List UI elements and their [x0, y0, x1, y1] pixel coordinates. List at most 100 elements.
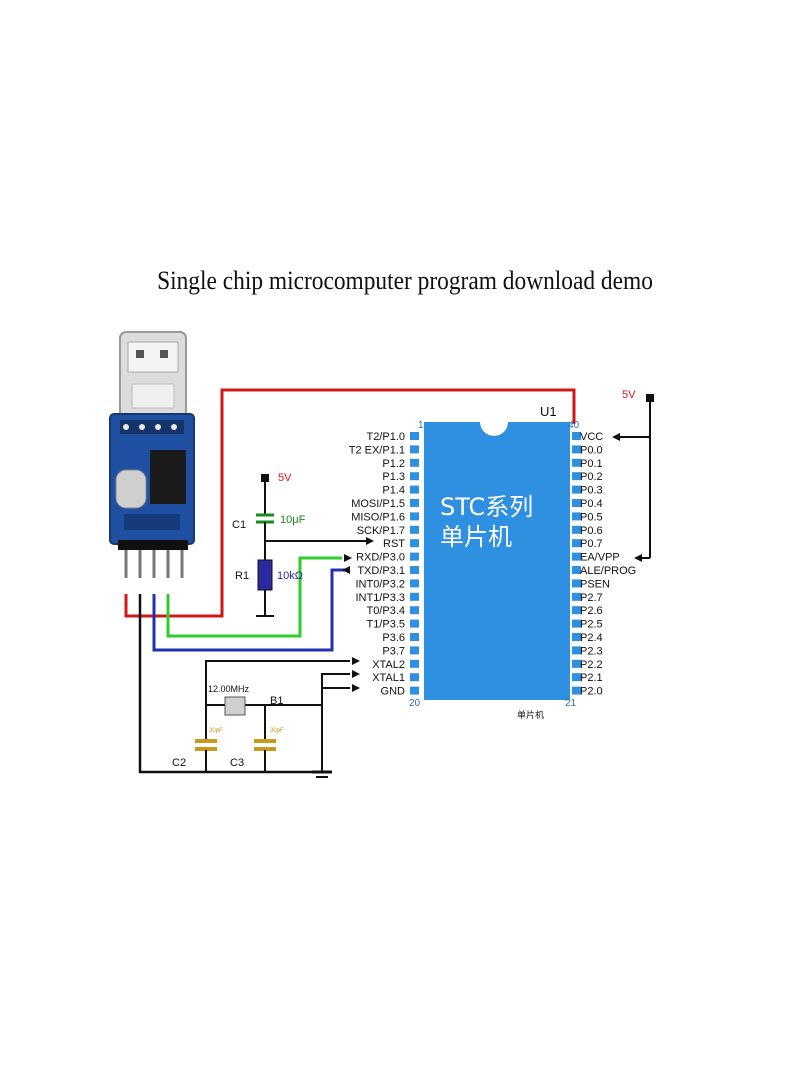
chip-left-pin — [410, 619, 419, 628]
chip-left-pin — [410, 512, 419, 521]
crystal-value: 12.00MHz — [208, 684, 250, 694]
chip-right-pin-label: P0.4 — [580, 498, 603, 510]
chip-left-pin-label: INT0/P3.2 — [355, 578, 405, 590]
chip-right-pin-label: P0.2 — [580, 471, 603, 483]
chip-left-pin — [410, 539, 419, 548]
chip-left-pin-label: P1.2 — [382, 458, 405, 470]
chip-right-pin-label: P2.3 — [580, 645, 603, 657]
chip-left-pin — [410, 525, 419, 534]
crystal-circuit — [195, 660, 350, 778]
chip-left-pin-label: MISO/P1.6 — [351, 511, 405, 523]
chip-left-pin-label: P3.7 — [382, 645, 405, 657]
chip-left-pin-label: INT1/P3.3 — [355, 592, 405, 604]
r1-value: 10kΩ — [277, 570, 303, 582]
chip-right-pin-label: P0.7 — [580, 538, 603, 550]
chip-right-pin-label: P0.5 — [580, 511, 603, 523]
c3-ref: C3 — [230, 757, 244, 769]
chip-left-pin — [410, 485, 419, 494]
gnd-wire — [138, 594, 322, 774]
chip-left-pin-label: RXD/P3.0 — [356, 552, 405, 564]
chip-right-pin — [572, 579, 581, 588]
chip-right-pin-label: P2.7 — [580, 592, 603, 604]
vcc-wire — [124, 388, 576, 618]
chip-left-pin — [410, 579, 419, 588]
chip-left-pin-label: T1/P3.5 — [366, 619, 405, 631]
chip-right-pin-label: P0.3 — [580, 485, 603, 497]
chip-right-pin-label: P0.1 — [580, 458, 603, 470]
chip-right-pin — [572, 458, 581, 467]
r1-ref: R1 — [235, 570, 249, 582]
c2-ref: C2 — [172, 757, 186, 769]
chip-left-pin — [410, 686, 419, 695]
chip-label-line2: 单片机 — [440, 523, 512, 551]
pin-number-40: 40 — [568, 420, 580, 431]
chip-right-pin-label: P2.0 — [580, 686, 603, 698]
chip-left-pin-label: P3.6 — [382, 632, 405, 644]
c1-value: 10μF — [280, 514, 306, 526]
chip-right-pin-label: ALE/PROG — [580, 565, 636, 577]
chip-left-pin — [410, 432, 419, 440]
chip-left-pin-label: P1.3 — [382, 471, 405, 483]
chip-left-pin — [410, 445, 419, 454]
chip-right-pin — [572, 485, 581, 494]
chip-left-pin — [410, 673, 419, 682]
chip-right-pin-label: PSEN — [580, 578, 610, 590]
chip-left-pin — [410, 646, 419, 655]
usb-ttl-module — [109, 331, 195, 578]
chip-right-pin — [572, 512, 581, 521]
chip-right-pin — [572, 592, 581, 601]
chip-caption: 单片机 — [517, 709, 544, 720]
chip-label-line1: STC系列 — [440, 493, 533, 521]
chip-right-pin — [572, 552, 581, 561]
chip-right-pin-label: VCC — [580, 431, 603, 443]
chip-right-pin — [572, 432, 581, 440]
chip-right-pin — [572, 539, 581, 548]
rx-wire — [166, 556, 342, 638]
chip-left-pin — [410, 458, 419, 467]
ea-vcc-circuit — [612, 394, 654, 562]
chip-right-pin — [572, 619, 581, 628]
chip-left-pin — [410, 592, 419, 601]
mcu-chip — [424, 422, 570, 700]
chip-left-pin-label: XTAL2 — [372, 659, 405, 671]
pin-number-21: 21 — [565, 698, 577, 709]
crystal-ref: B1 — [270, 695, 283, 707]
chip-right-pin — [572, 499, 581, 507]
chip-right-pin — [572, 673, 581, 682]
chip-right-pin — [572, 525, 581, 534]
chip-right-pin — [572, 566, 581, 574]
pin-number-1: 1 — [418, 420, 424, 431]
chip-right-pin — [572, 646, 581, 655]
chip-left-pin-label: XTAL1 — [372, 672, 405, 684]
chip-right-pin-label: P2.2 — [580, 659, 603, 671]
chip-left-pin — [410, 566, 419, 574]
chip-right-pin — [572, 659, 581, 668]
pin-number-20: 20 — [409, 698, 421, 709]
chip-right-pin-label: P2.4 — [580, 632, 603, 644]
chip-right-pin-label: P2.1 — [580, 672, 603, 684]
chip-right-pin — [572, 445, 581, 454]
chip-right-pin — [572, 686, 581, 695]
chip-left-pin-label: SCK/P1.7 — [357, 525, 405, 537]
chip-ref: U1 — [540, 404, 557, 419]
c3-value: 30pF — [270, 728, 284, 734]
chip-left-pin — [410, 552, 419, 561]
chip-right-pin-label: P2.5 — [580, 619, 603, 631]
chip-right-pin — [572, 606, 581, 615]
c2-value: 30pF — [209, 728, 223, 734]
chip-left-pin-label: T2 EX/P1.1 — [349, 444, 405, 456]
power-label-mid: 5V — [278, 472, 292, 484]
tx-wire — [152, 568, 350, 652]
reset-circuit — [256, 474, 374, 617]
chip-left-pin — [410, 633, 419, 641]
page-title: Single chip microcomputer program downlo… — [157, 266, 653, 295]
chip-right-pin — [572, 633, 581, 641]
chip-left-pin — [410, 606, 419, 615]
chip-right-pin-label: P0.0 — [580, 444, 603, 456]
chip-left-pin-label: GND — [381, 686, 406, 698]
chip-left-pin-label: T0/P3.4 — [366, 605, 405, 617]
chip-left-pin-label: MOSI/P1.5 — [351, 498, 405, 510]
chip-right-pin-label: P2.6 — [580, 605, 603, 617]
chip-left-pin-label: P1.4 — [382, 485, 405, 497]
